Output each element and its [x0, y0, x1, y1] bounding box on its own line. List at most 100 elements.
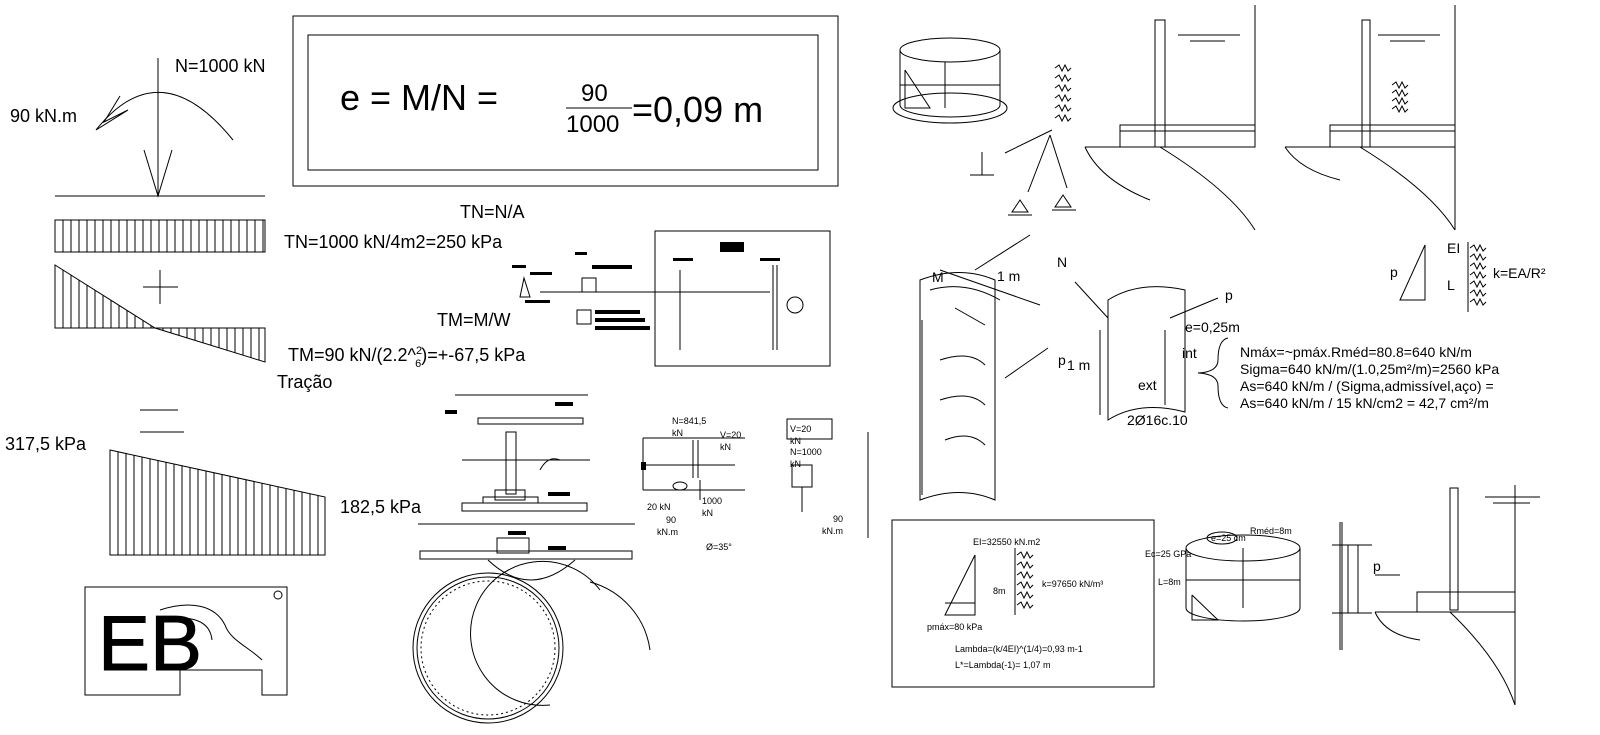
- retaining-wall-1: [1084, 5, 1256, 231]
- tank-plan-circles: [412, 560, 651, 724]
- box-m: 90: [833, 514, 843, 524]
- m-label: 90: [666, 515, 676, 525]
- uniform-stress-hatch: [62, 220, 264, 252]
- tm-calc-sup: 2: [416, 345, 422, 357]
- h-label: 20 kN: [647, 502, 671, 512]
- wall-block: N p e=0,25m int ext p 1 m 2Ø16c.10 Nmáx=…: [1057, 254, 1499, 428]
- p-label: p: [1373, 558, 1381, 574]
- calc-box: EI=32550 kN.m2 8m k=97650 kN/m³ pmáx=80 …: [891, 519, 1155, 688]
- cylinder-tank: [892, 37, 1008, 124]
- spring: [1469, 243, 1487, 253]
- rebar-label: 2Ø16c.10: [1127, 412, 1188, 428]
- n2-unit: kN: [702, 508, 713, 518]
- p-label: p: [1225, 287, 1233, 303]
- detail-block: [720, 242, 744, 252]
- resultant-stress-block: [109, 449, 326, 556]
- p-label: p: [1390, 264, 1398, 280]
- modulus-label: Ec=25 GPa: [1145, 549, 1191, 559]
- wall-detail: p: [1332, 485, 1540, 706]
- formula-outer-frame: [292, 15, 839, 187]
- v-label: V=20: [720, 430, 741, 440]
- lstar-value: L*=Lambda(-1)= 1,07 m: [955, 660, 1051, 670]
- spring: [1469, 297, 1487, 307]
- lambda-value: Lambda=(k/4EI)^(1/4)=0,93 m-1: [955, 644, 1083, 654]
- l-label: L: [1447, 277, 1455, 293]
- pmax-value: pmáx=80 kPa: [927, 622, 982, 632]
- curved-wall-segment: M 1 m: [919, 234, 1049, 501]
- tm-calc-suffix: )=+-67,5 kPa: [421, 345, 526, 365]
- eccentricity-formula: e = M/N = 90 1000 =0,09 m: [292, 15, 839, 187]
- v-unit: kN: [720, 442, 731, 452]
- k-value: k=97650 kN/m³: [1042, 579, 1103, 589]
- tm-calc-sub: 6: [415, 358, 421, 370]
- bending-stress-hatch: [62, 270, 260, 361]
- result-line-4: As=640 kN/m / 15 kN/cm2 = 42,7 cm²/m: [1240, 395, 1489, 411]
- pile-detail-frame: [654, 230, 831, 367]
- lower-slab: [419, 550, 633, 560]
- height-label: L=8m: [1158, 577, 1181, 587]
- n-label: N: [1057, 254, 1067, 270]
- formula-result: =0,09 m: [632, 89, 763, 130]
- load-box: [786, 418, 833, 440]
- p1-label: p: [1058, 352, 1066, 368]
- box-v-unit: kN: [790, 436, 801, 446]
- n-unit: kN: [672, 428, 683, 438]
- pressure-diagram: N=1000 kN 90 kN.m Tração 317,5 kPa 182,5…: [5, 56, 422, 556]
- spring: [1016, 550, 1034, 560]
- box-m-unit: kN.m: [822, 526, 843, 536]
- spring: [1054, 93, 1072, 103]
- spring: [1391, 96, 1409, 106]
- ei-label: EI: [1447, 240, 1460, 256]
- free-body-sketch: N=841,5 kN V=20 kN 20 kN 1000 kN 90 kN.m…: [641, 416, 869, 552]
- moment-arrow-head: [95, 95, 129, 131]
- tn-calculation: TN=1000 kN/4m2=250 kPa: [284, 232, 503, 252]
- logo: EB: [84, 586, 288, 696]
- column: [505, 431, 517, 495]
- formula-inner-frame: [307, 34, 819, 171]
- result-line-2: Sigma=640 kN/m/(1.0,25m²/m)=2560 kPa: [1240, 361, 1499, 377]
- phi-label: Ø=35°: [706, 542, 732, 552]
- retaining-wall-2: [1284, 5, 1456, 231]
- spring: [1391, 88, 1409, 98]
- ei-value: EI=32550 kN.m2: [973, 537, 1040, 547]
- box-n-unit: kN: [790, 459, 801, 469]
- stress-equations: TN=N/A TN=1000 kN/4m2=250 kPa TM=M/W TM=…: [284, 202, 526, 370]
- ecc-label: e=0,25m: [1185, 319, 1240, 335]
- width-label: 1 m: [997, 268, 1020, 284]
- logo-frame: [84, 586, 288, 696]
- spring: [1054, 113, 1072, 123]
- tn-definition: TN=N/A: [460, 202, 525, 222]
- tension-label: Tração: [277, 372, 332, 392]
- logo-letters: EB: [98, 599, 202, 687]
- spring: [1054, 73, 1072, 83]
- footing-section: [418, 394, 635, 581]
- radius-label: Rméd=8m: [1250, 526, 1292, 536]
- tank-plan-inner: [416, 576, 560, 720]
- spring: [1016, 580, 1034, 590]
- spring: [1016, 560, 1034, 570]
- m-unit: kN.m: [657, 527, 678, 537]
- load-n-label: N=1000 kN: [175, 56, 266, 76]
- box-n: N=1000: [790, 447, 822, 457]
- result-line-1: Nmáx=~pmáx.Rméd=80.8=640 kN/m: [1240, 344, 1472, 360]
- spring: [1016, 590, 1034, 600]
- box-v: V=20: [790, 424, 811, 434]
- height-label: 1 m: [1067, 357, 1090, 373]
- moment-arc: [95, 92, 234, 141]
- spring-column: [1054, 63, 1072, 123]
- spring-model: p EI L k=EA/R²: [1390, 240, 1546, 312]
- spring: [1469, 270, 1487, 280]
- m-label: M: [932, 269, 944, 285]
- pile-detail: [512, 230, 831, 367]
- spring: [1054, 103, 1072, 113]
- spring: [1054, 63, 1072, 73]
- stress-right-label: 182,5 kPa: [340, 497, 422, 517]
- tank-elevation: e=25 cm Rméd=8m Ec=25 GPa L=8m: [1145, 526, 1301, 622]
- result-line-3: As=640 kN/m / (Sigma,admissível,aço) =: [1240, 378, 1494, 394]
- calc-box-frame: [891, 519, 1155, 688]
- thickness-label: e=25 cm: [1211, 533, 1246, 543]
- tank-plan-outer: [412, 572, 564, 724]
- uniform-stress-block: [54, 219, 266, 253]
